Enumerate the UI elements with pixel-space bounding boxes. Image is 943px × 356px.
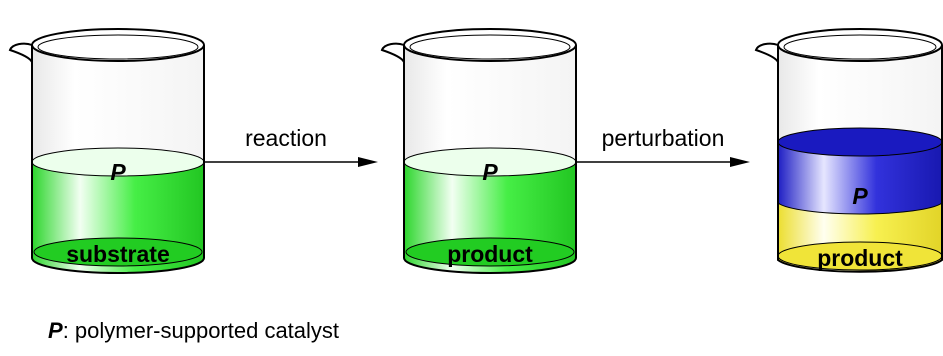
beaker-2-outline	[403, 45, 577, 274]
beaker-3-interface	[777, 202, 943, 215]
beaker-3-rim-inner	[783, 34, 937, 60]
beaker-1-spout	[8, 42, 33, 63]
beaker-1: P substrate	[8, 28, 205, 274]
arrow-reaction-label: reaction	[245, 125, 327, 151]
beaker-3-upper-phase	[778, 142, 942, 214]
beaker-2-rim-inner	[409, 34, 571, 60]
beaker-3: P product	[754, 28, 943, 273]
arrow-reaction: reaction	[205, 125, 378, 167]
beaker-2-catalyst-label: P	[482, 159, 498, 185]
beaker-2-bottom	[405, 237, 575, 267]
beaker-1-content-label: substrate	[66, 241, 170, 267]
legend: P: polymer-supported catalyst	[48, 318, 339, 344]
beaker-3-upper-surface	[777, 127, 943, 157]
beaker-3-catalyst-label: P	[852, 183, 868, 209]
arrow-reaction-head	[358, 157, 378, 167]
beaker-3-outline	[777, 45, 943, 273]
beaker-3-spout	[754, 42, 779, 63]
beaker-2-content-label: product	[447, 241, 533, 267]
beaker-2: P product	[380, 28, 577, 274]
arrow-perturbation: perturbation	[577, 125, 750, 167]
arrow-perturbation-head	[730, 157, 750, 167]
arrow-perturbation-label: perturbation	[602, 125, 725, 151]
beaker-3-content-label: product	[817, 245, 903, 271]
beaker-1-rim-inner	[37, 34, 199, 60]
beaker-1-catalyst-label: P	[110, 159, 126, 185]
beaker-2-spout	[380, 42, 405, 63]
beaker-2-rim	[403, 28, 577, 62]
beaker-3-rim	[777, 28, 943, 62]
beaker-1-bottom	[33, 237, 203, 267]
beaker-1-outline	[31, 45, 205, 274]
legend-text: : polymer-supported catalyst	[62, 318, 340, 343]
legend-symbol: P	[48, 318, 63, 343]
beaker-1-rim	[31, 28, 205, 62]
